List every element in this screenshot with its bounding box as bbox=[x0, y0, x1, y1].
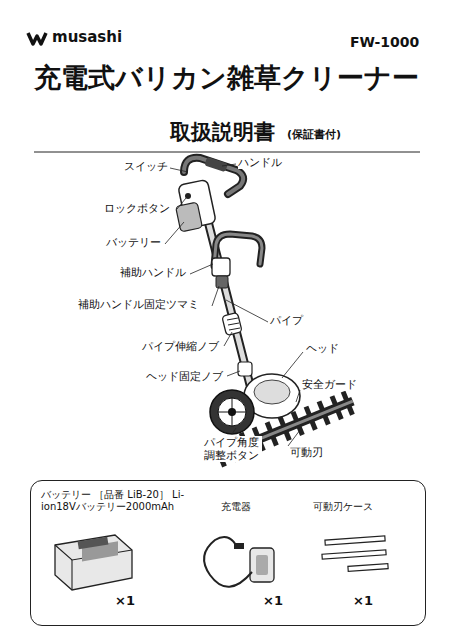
accessory-label: ×1 bbox=[353, 593, 373, 609]
part-label: パイプ伸縮ノブ bbox=[142, 340, 219, 353]
accessory-label: 充電器 bbox=[221, 501, 251, 513]
part-label: ヘッド bbox=[306, 342, 339, 355]
accessory-label: ×1 bbox=[115, 593, 135, 609]
part-label: スイッチ bbox=[124, 160, 168, 173]
part-label: 補助ハンドル bbox=[120, 266, 186, 279]
document-title: 充電式バリカン雑草クリーナー bbox=[0, 62, 452, 94]
part-label: 可動刃 bbox=[290, 446, 323, 459]
warranty-note: (保証書付) bbox=[287, 128, 341, 141]
part-label: 安全ガード bbox=[302, 378, 357, 391]
part-label: ヘッド固定ノブ bbox=[146, 370, 223, 383]
model-number: FW-1000 bbox=[350, 34, 419, 51]
accessory-label: バッテリー ［品番 LiB-20］ Li-ion18Vバッテリー2000mAh bbox=[41, 489, 201, 513]
accessory-box: バッテリー ［品番 LiB-20］ Li-ion18Vバッテリー2000mAh 充… bbox=[30, 480, 426, 626]
part-label: 補助ハンドル固定ツマミ bbox=[78, 298, 199, 311]
brand-logo: musashi bbox=[52, 28, 122, 46]
part-label: パイプ bbox=[270, 314, 303, 327]
part-label: パイプ角度 調整ボタン bbox=[200, 436, 262, 462]
part-label: バッテリー bbox=[106, 236, 161, 249]
document-subtitle: 取扱説明書 bbox=[170, 120, 275, 145]
part-label: ハンドル bbox=[238, 156, 282, 169]
part-label: ロックボタン bbox=[104, 202, 170, 215]
accessory-label: ×1 bbox=[263, 593, 283, 609]
accessory-label: 可動刃ケース bbox=[313, 501, 373, 513]
